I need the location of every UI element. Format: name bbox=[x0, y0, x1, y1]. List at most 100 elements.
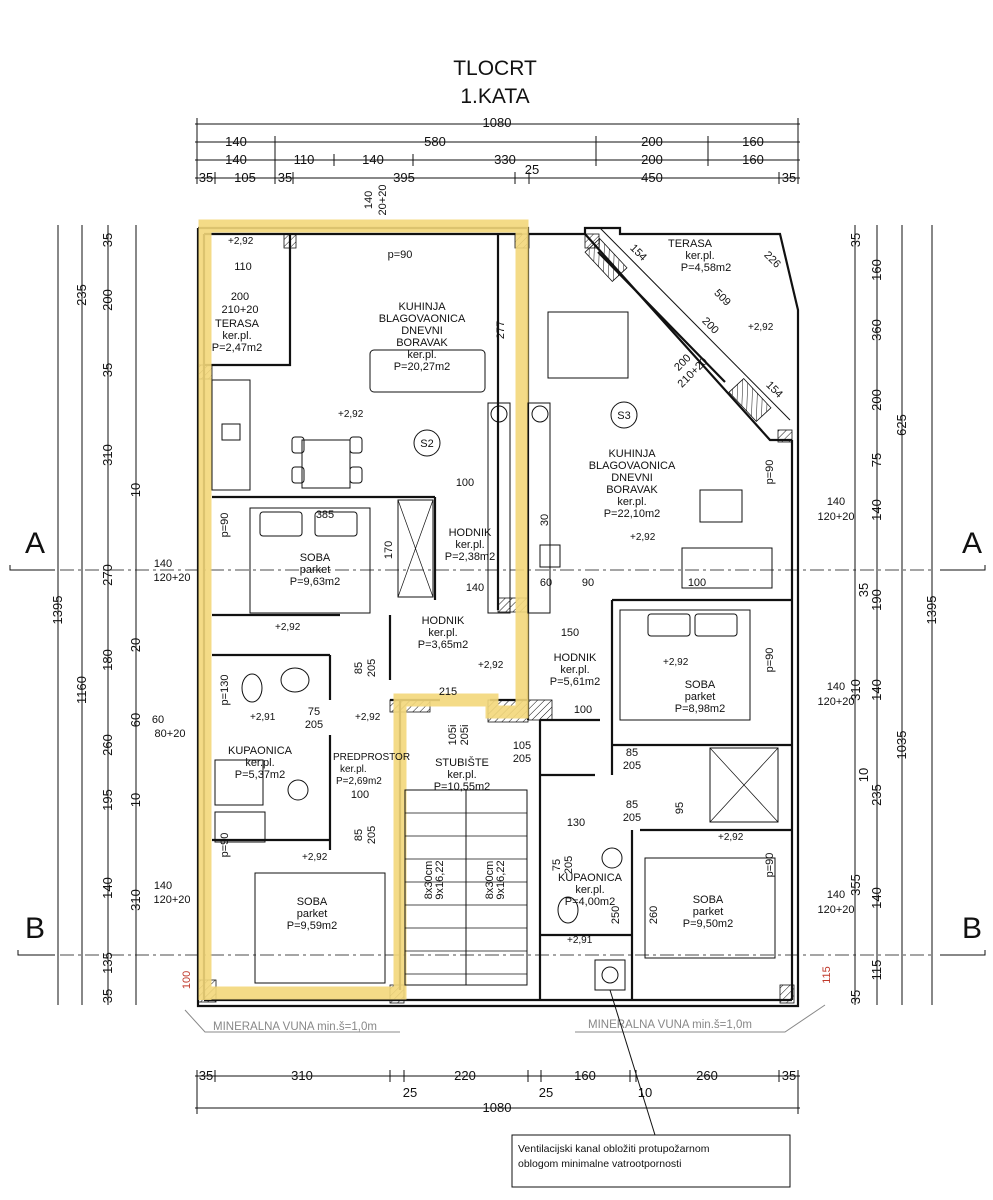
note-line1: Ventilacijski kanal obložiti protupožarn… bbox=[518, 1143, 710, 1155]
dim-right-inner-15: 35 bbox=[848, 990, 863, 1004]
door-3-w: 85 bbox=[353, 829, 365, 841]
room-2-name: SOBA bbox=[300, 552, 331, 564]
room-14-floor: parket bbox=[693, 906, 724, 918]
door-7-w: 85 bbox=[626, 799, 638, 811]
room-6-area: P=2,69m2 bbox=[336, 776, 382, 787]
idim-226: 226 bbox=[761, 249, 782, 270]
window-s3-1-w: 140 bbox=[827, 496, 845, 508]
dim-top-total: 1080 bbox=[483, 115, 512, 130]
stairs-right-1: 8x30cm bbox=[484, 861, 496, 900]
ventilation-note: Ventilacijski kanal obložiti protupožarn… bbox=[511, 989, 791, 1188]
top-dimensions: 1080 140 580 200 160 140 110 140 330 200… bbox=[195, 115, 800, 185]
room-10-name: KUHINJA bbox=[608, 448, 656, 460]
level-12: +2,91 bbox=[567, 935, 593, 946]
window-s3-3-h: 120+20 bbox=[817, 904, 854, 916]
room-10-name4: BORAVAK bbox=[606, 484, 658, 496]
dim-top-r3-0: 35 bbox=[199, 170, 213, 185]
dim-right-inner-8: 310 bbox=[848, 679, 863, 701]
note-line2: oblogom minimalne vatrootpornosti bbox=[518, 1158, 681, 1170]
dim-bottom-r1-1: 310 bbox=[291, 1068, 313, 1083]
dim-left-inner-1: 200 bbox=[100, 289, 115, 311]
room-4-name: HODNIK bbox=[422, 615, 465, 627]
room-10-name2: BLAGOVAONICA bbox=[589, 460, 676, 472]
dim-left-total: 1395 bbox=[50, 596, 65, 625]
idim-100b: 100 bbox=[688, 577, 706, 589]
idim-95: 95 bbox=[674, 802, 686, 814]
dim-right-inner-12: 355 bbox=[848, 874, 863, 896]
room-9-name: TERASA bbox=[668, 238, 713, 250]
stairs-left-1: 8x30cm bbox=[423, 861, 435, 900]
dim-top-r2-4: 200 bbox=[641, 152, 663, 167]
room-13-area: P=4,00m2 bbox=[565, 896, 615, 908]
door-2-w: 75 bbox=[308, 706, 320, 718]
apartment-s2: S2 bbox=[420, 438, 433, 450]
dim-right-inner-6: 190 bbox=[869, 589, 884, 611]
dim-top-r2-3: 330 bbox=[494, 152, 516, 167]
door-5-h: 205 bbox=[513, 753, 531, 765]
idim-110: 110 bbox=[234, 261, 252, 273]
room-0-floor: ker.pl. bbox=[222, 330, 251, 342]
stairs-right-2: 9x16,22 bbox=[495, 860, 507, 899]
p90-c: p=90 bbox=[764, 460, 776, 485]
idim-277: 277 bbox=[495, 321, 507, 339]
room-0-area: P=2,47m2 bbox=[212, 342, 262, 354]
room-9-floor: ker.pl. bbox=[685, 250, 714, 262]
door-6-h: 205 bbox=[623, 760, 641, 772]
p90-b: p=90 bbox=[219, 833, 231, 858]
room-8-area: P=10,55m2 bbox=[434, 781, 491, 793]
dim-right-inner-2: 360 bbox=[869, 319, 884, 341]
dim-right-inner-7: 35 bbox=[856, 583, 871, 597]
idim-154b: 154 bbox=[763, 379, 784, 400]
plan-title: TLOCRT bbox=[453, 57, 537, 80]
idim-130: 130 bbox=[567, 817, 585, 829]
insulation-left: MINERALNA VUNA min.š=1,0m bbox=[213, 1021, 377, 1033]
dim-right-inner-0: 35 bbox=[848, 233, 863, 247]
stairs-left-2: 9x16,22 bbox=[434, 860, 446, 899]
window-s3-2-h: 120+20 bbox=[817, 696, 854, 708]
window-s3-1-h: 120+20 bbox=[817, 511, 854, 523]
dim-right-inner-13: 140 bbox=[869, 887, 884, 909]
idim-150: 150 bbox=[561, 627, 579, 639]
dim-right-total: 1395 bbox=[924, 596, 939, 625]
dim-right-outer-1: 1035 bbox=[894, 731, 909, 760]
room-1-name3: DNEVNI bbox=[401, 325, 443, 337]
room-5-name: KUPAONICA bbox=[228, 745, 293, 757]
dim-left-inner-15: 35 bbox=[100, 989, 115, 1003]
idim-215: 215 bbox=[439, 686, 457, 698]
p90-e: p=90 bbox=[764, 853, 776, 878]
room-7-area: P=9,59m2 bbox=[287, 920, 337, 932]
idim-30: 30 bbox=[539, 514, 551, 526]
room-13-floor: ker.pl. bbox=[575, 884, 604, 896]
dim-left-inner-7: 180 bbox=[100, 649, 115, 671]
room-4-floor: ker.pl. bbox=[428, 627, 457, 639]
level-10: +2,92 bbox=[718, 832, 744, 843]
level-3: +2,92 bbox=[748, 322, 774, 333]
room-10-area: P=22,10m2 bbox=[604, 508, 661, 520]
dim-left-outer-0: 235 bbox=[74, 284, 89, 306]
dim-left-inner-9: 260 bbox=[100, 734, 115, 756]
level-marks: +2,92 +2,92 +2,92 +2,92 +2,92 +2,92 +2,9… bbox=[228, 236, 774, 946]
dim-left-inner-6: 20 bbox=[128, 638, 143, 652]
room-3-area: P=2,38m2 bbox=[445, 551, 495, 563]
dim-right-inner-14: 115 bbox=[869, 960, 884, 981]
level-5: +2,92 bbox=[275, 622, 301, 633]
staircase: 8x30cm 9x16,22 8x30cm 9x16,22 bbox=[404, 789, 528, 986]
dim-right-inner-11: 235 bbox=[869, 784, 884, 806]
section-b-right: B bbox=[962, 912, 982, 945]
room-1-name: KUHINJA bbox=[398, 301, 446, 313]
dim-right-inner-9: 140 bbox=[869, 679, 884, 701]
room-10-name3: DNEVNI bbox=[611, 472, 653, 484]
dim-bottom-small-0: 25 bbox=[403, 1085, 417, 1100]
insulation-left-mark: 100 bbox=[181, 971, 193, 989]
door-6-w: 85 bbox=[626, 747, 638, 759]
dim-left-inner-11: 10 bbox=[128, 793, 143, 807]
dim-bottom-total: 1080 bbox=[483, 1100, 512, 1115]
room-10-floor: ker.pl. bbox=[617, 496, 646, 508]
room-11-area: P=5,61m2 bbox=[550, 676, 600, 688]
room-14-area: P=9,50m2 bbox=[683, 918, 733, 930]
furniture bbox=[211, 311, 779, 991]
idim-100d: 100 bbox=[351, 789, 369, 801]
room-11-name: HODNIK bbox=[554, 652, 597, 664]
level-9: +2,92 bbox=[355, 712, 381, 723]
dim-left-inner-2: 35 bbox=[100, 363, 115, 377]
